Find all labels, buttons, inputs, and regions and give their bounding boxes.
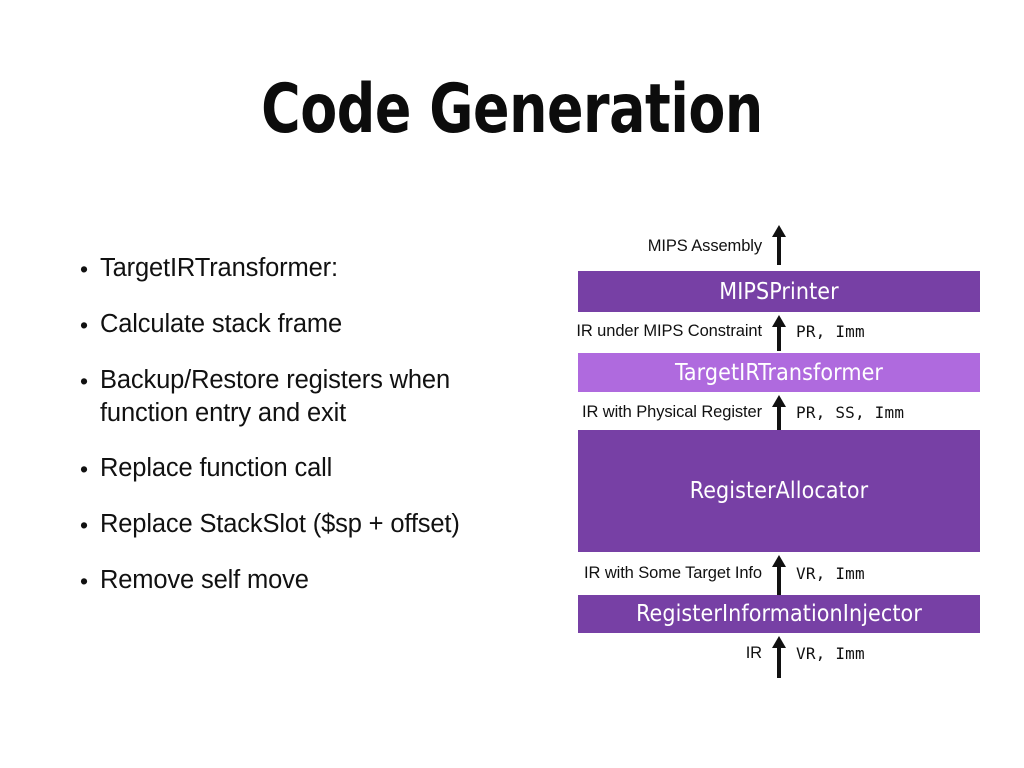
stage-label: RegisterInformationInjector	[636, 601, 922, 627]
stage-label: RegisterAllocator	[689, 478, 869, 504]
bullet-marker-icon: •	[80, 512, 89, 538]
list-item-label: TargetIRTransformer:	[100, 254, 338, 282]
bullet-marker-icon: •	[80, 368, 89, 394]
stage-box-registerinformationinjector[interactable]: RegisterInformationInjector	[578, 595, 980, 633]
flow-arrow-mips-assembly	[772, 225, 786, 265]
stage-label: TargetIRTransformer	[674, 359, 884, 386]
list-item: • Remove self move	[74, 564, 514, 598]
arrow-shaft	[777, 645, 781, 678]
flow-label-mips-assembly: MIPS Assembly	[647, 237, 762, 255]
list-item-label: Calculate stack frame	[100, 310, 343, 338]
arrowhead-icon	[772, 225, 786, 237]
list-item: • Backup/Restore registers when function…	[74, 364, 514, 430]
flow-value-ir-under-mips-constraint: PR, Imm	[796, 322, 865, 341]
flow-label-ir-with-some-target-info: IR with Some Target Info	[584, 564, 762, 582]
flow-label-ir-under-mips-constraint: IR under MIPS Constraint	[576, 322, 762, 340]
flow-arrow-ir-under-mips-constraint	[772, 315, 786, 351]
flow-arrow-ir-with-physical-register	[772, 395, 786, 431]
flow-value-ir: VR, Imm	[796, 644, 865, 663]
stage-label: MIPSPrinter	[719, 278, 839, 305]
flow-label-ir-with-physical-register: IR with Physical Register	[582, 403, 762, 421]
list-item: • Replace StackSlot ($sp + offset)	[74, 508, 514, 542]
arrowhead-icon	[772, 395, 786, 407]
list-item: • TargetIRTransformer:	[74, 252, 514, 286]
list-item: • Replace function call	[74, 452, 514, 486]
bullet-marker-icon: •	[80, 568, 89, 594]
list-item-label: Backup/Restore registers when function e…	[100, 366, 450, 427]
flow-arrow-ir-with-some-target-info	[772, 555, 786, 595]
bullet-marker-icon: •	[80, 312, 89, 338]
flow-value-ir-with-physical-register: PR, SS, Imm	[796, 403, 905, 422]
list-item-label: Remove self move	[100, 566, 309, 594]
arrow-shaft	[777, 404, 781, 431]
flow-label-ir: IR	[745, 644, 762, 662]
list-item: • Calculate stack frame	[74, 308, 514, 342]
arrowhead-icon	[772, 636, 786, 648]
stage-box-mipsprinter[interactable]: MIPSPrinter	[578, 271, 980, 312]
arrowhead-icon	[772, 555, 786, 567]
bullet-marker-icon: •	[80, 256, 89, 282]
bullet-list: • TargetIRTransformer: • Calculate stack…	[74, 252, 514, 620]
flow-arrow-ir	[772, 636, 786, 678]
arrow-shaft	[777, 234, 781, 265]
arrow-shaft	[777, 324, 781, 351]
arrow-shaft	[777, 564, 781, 595]
stage-box-registerallocator[interactable]: RegisterAllocator	[578, 430, 980, 552]
list-item-label: Replace StackSlot ($sp + offset)	[100, 510, 460, 538]
bullet-marker-icon: •	[80, 456, 89, 482]
flow-value-ir-with-some-target-info: VR, Imm	[796, 564, 865, 583]
list-item-label: Replace function call	[100, 454, 333, 482]
stage-box-targetirtransformer[interactable]: TargetIRTransformer	[578, 353, 980, 392]
codegen-pipeline-diagram: MIPS Assembly MIPSPrinter IR under MIPS …	[540, 225, 1010, 685]
arrowhead-icon	[772, 315, 786, 327]
page-title: Code Generation	[261, 70, 763, 149]
